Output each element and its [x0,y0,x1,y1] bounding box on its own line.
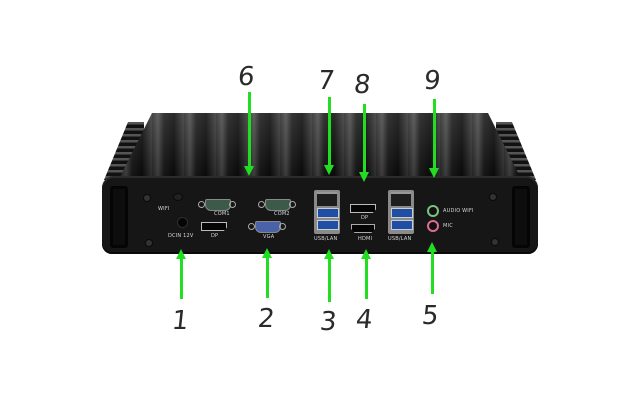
rj45-port [317,192,337,206]
wifi-antenna-mount [174,194,182,200]
usb-lan-right [388,190,414,234]
callout-arrow-2 [262,248,272,298]
displayport-center [350,204,376,213]
com1-label: COM1 [214,211,230,217]
callout-number-6: 6 [236,62,257,92]
audio-label: AUDIO WIFI [443,208,474,214]
screw-icon [146,240,152,246]
callout-number-1: 1 [170,306,191,336]
callout-arrow-4 [361,249,371,299]
callout-arrow-6 [244,92,254,176]
usb3-port [317,208,339,218]
callout-arrow-8 [359,104,369,182]
callout-arrow-3 [324,249,334,302]
callout-arrow-1 [176,249,186,299]
callout-number-7: 7 [316,66,337,96]
callout-arrow-9 [429,99,439,178]
screw-icon [490,194,496,200]
usblan-left-label: USB/LAN [314,236,338,242]
callout-number-5: 5 [420,301,441,331]
dc-in-jack [178,218,187,227]
callout-number-2: 2 [256,304,277,334]
vga-port [248,220,286,233]
mic-jack [429,222,437,230]
callout-arrow-7 [324,97,334,175]
audio-jack [429,207,437,215]
rj45-port [391,192,411,206]
usblan-right-label: USB/LAN [388,236,412,242]
hdmi-label: HDMI [358,236,373,242]
callout-number-8: 8 [352,70,373,100]
mic-label: MIC [443,223,453,229]
hdmi-port [351,224,375,233]
rear-panel: WIFI DCIN 12V DP COM1 COM2 VGA USB/LAN [102,176,538,254]
callout-number-3: 3 [318,307,339,337]
screw-icon [144,195,150,201]
usb-lan-left [314,190,340,234]
screw-icon [492,239,498,245]
wifi-label: WIFI [158,206,170,212]
displayport-left [201,222,227,231]
com1-port [198,198,236,211]
usb3-port [317,220,339,230]
com2-port [258,198,296,211]
callout-number-9: 9 [422,66,443,96]
vga-label: VGA [263,234,275,240]
dp-left-label: DP [211,233,219,239]
callout-number-4: 4 [354,305,375,335]
left-vent [110,186,128,248]
heatsink-fins [120,113,520,177]
callout-arrow-5 [427,242,437,294]
dcin-label: DCIN 12V [168,233,194,239]
right-vent [512,186,530,248]
dp-center-label: DP [361,215,369,221]
usb3-port [391,208,413,218]
com2-label: COM2 [274,211,290,217]
usb3-port [391,220,413,230]
